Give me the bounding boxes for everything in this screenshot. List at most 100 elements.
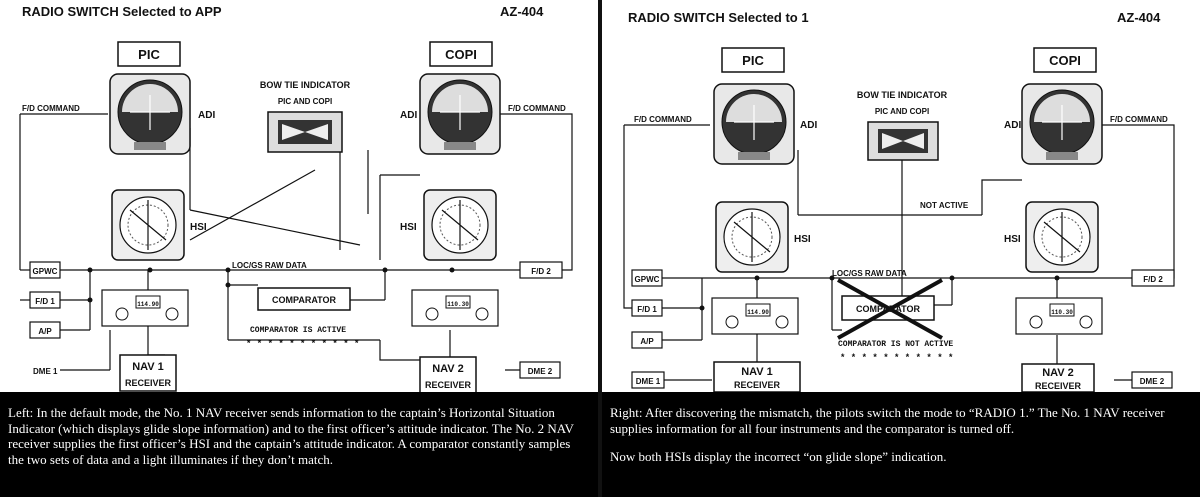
copi-label: COPI [445,47,477,62]
adi-label-right: ADI [400,110,417,121]
not-active-label: NOT ACTIVE [920,201,969,210]
panel-divider [598,0,602,497]
dme2-label: DME 2 [528,367,553,376]
hsi-label-right: HSI [400,222,417,233]
nav2-receiver-label: RECEIVER [1035,381,1082,391]
comparator-status: COMPARATOR IS ACTIVE [250,326,346,335]
bow-tie-indicator [267,111,343,153]
left-diagram-panel: RADIO SWITCH Selected to APP AZ-404 PIC … [0,0,598,392]
nav2-frequency: 110.30 [447,301,469,308]
nav2-receiver-box [419,356,477,392]
pic-box [721,47,785,73]
copi-box [429,41,493,67]
fd1-label: F/D 1 [637,305,657,314]
fd1-label: F/D 1 [35,297,55,306]
right-caption: Right: After discovering the mismatch, t… [602,392,1200,497]
document-id: AZ-404 [1117,10,1161,25]
nav1-receiver-label: RECEIVER [734,380,781,390]
dme2-box [1131,371,1173,389]
comparator-stars: * * * * * * * * * * * [840,353,953,363]
adi-instrument-right [419,73,501,155]
ap-label: A/P [640,337,654,346]
bow-tie-subtitle: PIC AND COPI [875,107,929,116]
nav2-receiver-label: RECEIVER [425,380,472,390]
nav1-receiver-label: RECEIVER [125,378,172,388]
dme2-label: DME 2 [1140,377,1165,386]
nav1-title: NAV 1 [132,361,164,373]
nav2-title: NAV 2 [1042,367,1074,379]
fd1-box [29,291,61,309]
nav1-receiver-box [713,361,801,392]
comparator-box [257,287,351,311]
nav1-control-panel [101,289,189,327]
bow-tie-subtitle: PIC AND COPI [278,97,332,106]
hsi-label-left: HSI [190,222,207,233]
left-caption-text: Left: In the default mode, the No. 1 NAV… [8,405,574,467]
fd-command-left: F/D COMMAND [22,104,80,113]
gpwc-label: GPWC [635,275,660,284]
nav2-title: NAV 2 [432,363,464,375]
fd-command-left: F/D COMMAND [634,115,692,124]
raw-data-label: LOC/GS RAW DATA [832,269,907,278]
left-diagram: RADIO SWITCH Selected to APP AZ-404 PIC … [19,4,573,392]
nav2-receiver-box [1021,363,1095,392]
hsi-label-left: HSI [794,234,811,245]
dme1-box [631,371,665,389]
comparator-cross-icon [837,278,943,340]
nav1-control-panel [711,297,799,335]
dme2-box [519,361,561,379]
ap-box [631,331,663,349]
diagram-title: RADIO SWITCH Selected to APP [22,4,222,19]
bow-tie-title: BOW TIE INDICATOR [857,90,948,100]
raw-data-label: LOC/GS RAW DATA [232,261,307,270]
pic-label: PIC [742,53,764,68]
hsi-label-right: HSI [1004,234,1021,245]
pic-label: PIC [138,47,160,62]
hsi-instrument-right [1025,201,1099,273]
nav2-control-panel [411,289,499,327]
fd-command-right: F/D COMMAND [1110,115,1168,124]
nav1-title: NAV 1 [741,366,773,378]
fd1-box [631,299,663,317]
bow-tie-title: BOW TIE INDICATOR [260,80,351,90]
diagram-title: RADIO SWITCH Selected to 1 [628,10,809,25]
fd2-label: F/D 2 [1143,275,1163,284]
fd2-box [519,261,563,279]
hsi-instrument-right [423,189,497,261]
fd-command-right: F/D COMMAND [508,104,566,113]
dme1-label: DME 1 [33,367,58,376]
nav1-frequency: 114.90 [747,309,769,316]
adi-instrument-left [109,73,191,155]
right-diagram: RADIO SWITCH Selected to 1 AZ-404 PIC CO… [623,10,1175,392]
left-caption: Left: In the default mode, the No. 1 NAV… [0,392,598,497]
adi-label-right: ADI [1004,120,1021,131]
fd2-box [1131,269,1175,287]
right-diagram-panel: RADIO SWITCH Selected to 1 AZ-404 PIC CO… [602,0,1200,392]
nav2-frequency: 110.30 [1051,309,1073,316]
pic-box [117,41,181,67]
nav2-control-panel [1015,297,1103,335]
ap-label: A/P [38,327,52,336]
comparator-status: COMPARATOR IS NOT ACTIVE [838,340,953,349]
nav1-frequency: 114.90 [137,301,159,308]
copi-box [1033,47,1097,73]
ap-box [29,321,61,339]
adi-label-left: ADI [800,120,817,131]
right-caption-text-2: Now both HSIs display the incorrect “on … [610,449,947,464]
comparator-label: COMPARATOR [272,295,336,305]
adi-instrument-left [713,83,795,165]
nav1-receiver-box [119,354,177,392]
gpwc-box [631,269,663,287]
gpwc-label: GPWC [33,267,58,276]
hsi-instrument-left [715,201,789,273]
copi-label: COPI [1049,53,1081,68]
document-id: AZ-404 [500,4,544,19]
fd2-label: F/D 2 [531,267,551,276]
hsi-instrument-left [111,189,185,261]
bow-tie-indicator [867,121,939,161]
dme1-label: DME 1 [636,377,661,386]
gpwc-box [29,261,61,279]
comparator-stars: * * * * * * * * * * * [246,339,359,349]
adi-label-left: ADI [198,110,215,121]
right-caption-text-1: Right: After discovering the mismatch, t… [610,405,1165,436]
